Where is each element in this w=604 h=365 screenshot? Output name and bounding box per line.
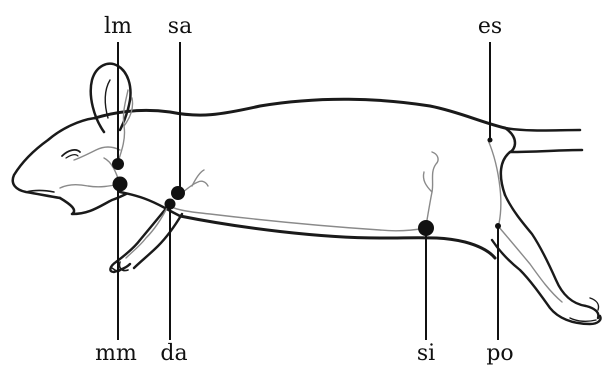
label-si: si: [417, 341, 435, 365]
node-mm: [113, 177, 128, 192]
node-si: [418, 220, 434, 236]
label-da: da: [160, 341, 187, 365]
label-es: es: [478, 14, 502, 39]
node-labels: lm sa es mm da si po: [95, 14, 514, 365]
rat-body-outline: [13, 64, 601, 324]
label-po: po: [486, 341, 513, 365]
node-da: [165, 199, 176, 210]
node-sa: [171, 186, 185, 200]
node-po: [495, 223, 501, 229]
label-lm: lm: [104, 14, 132, 39]
node-es: [488, 138, 493, 143]
label-mm: mm: [95, 341, 137, 365]
node-lm: [112, 158, 124, 170]
label-sa: sa: [168, 14, 192, 39]
